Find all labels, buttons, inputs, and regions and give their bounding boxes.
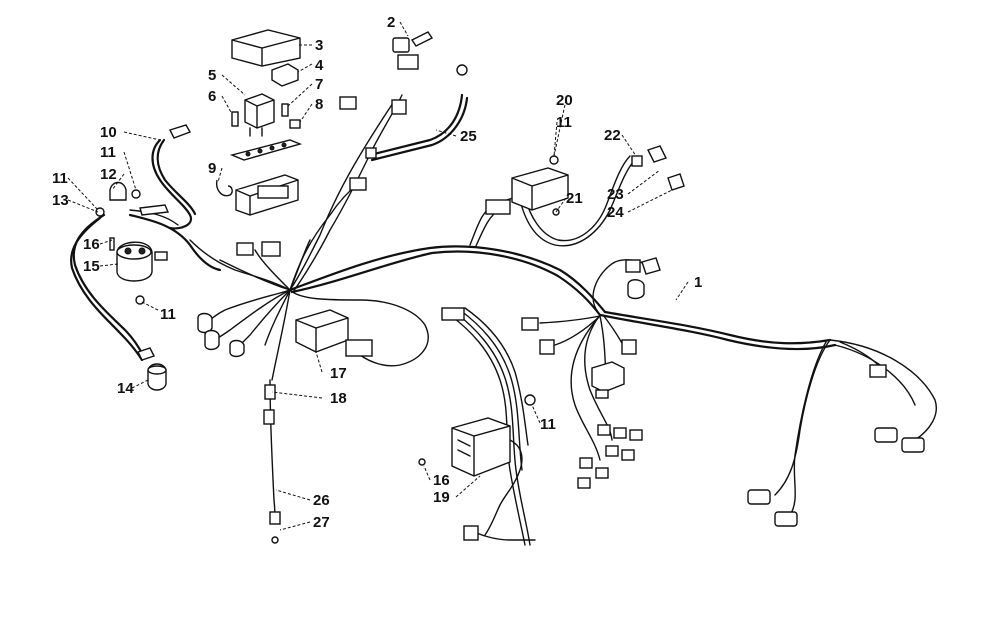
callout-15: 15 [83,258,100,275]
starter-solenoid [109,237,168,282]
callout-23: 23 [607,186,624,203]
top-connector [392,31,434,70]
callout-2: 2 [387,14,395,31]
callout-11-d: 11 [556,114,572,131]
callout-10: 10 [100,124,117,141]
clamp [215,179,233,197]
callout-8: 8 [315,96,323,113]
left-hub-wiring [189,94,429,521]
callout-1: 1 [694,274,702,291]
leader-lines [67,21,689,531]
voltage-regulator [485,155,569,216]
callout-3: 3 [315,37,323,54]
hub-connectors [197,241,281,425]
harness-connectors-upper [339,64,468,191]
fuse-block [229,139,303,161]
main-harness [288,195,937,516]
ignition-switch [418,307,536,541]
fuse-box-cover [231,29,301,67]
callout-11-c: 11 [160,306,176,323]
callout-6: 6 [208,88,216,105]
battery-cables [70,93,469,362]
relay [231,93,275,137]
callout-24: 24 [607,204,624,221]
callout-19: 19 [433,489,450,506]
callout-5: 5 [208,67,216,84]
callout-12: 12 [100,166,117,183]
callout-14: 14 [117,380,134,397]
small-relay [271,63,299,87]
callout-26: 26 [313,492,330,509]
regulator-loop [519,155,636,247]
callout-16-b: 16 [433,472,450,489]
cdi-module [295,309,373,357]
ignition-harness [449,307,536,546]
callout-11-e: 11 [540,416,556,433]
callout-11-a: 11 [100,144,116,161]
callout-13: 13 [52,192,69,209]
callout-25: 25 [460,128,477,145]
callout-16-a: 16 [83,236,100,253]
callout-7: 7 [315,76,323,93]
terminal-boot [137,347,167,391]
end-clip [271,536,279,544]
callout-9: 9 [208,160,216,177]
right-connector-set [631,145,685,191]
callout-22: 22 [604,127,621,144]
right-harness-connectors [521,257,925,527]
end-connector [269,511,281,525]
fuses [281,103,301,129]
callout-27: 27 [313,514,330,531]
callout-21: 21 [566,190,583,207]
callout-18: 18 [330,390,347,407]
fuse-block-base [235,174,299,216]
callout-11-b: 11 [52,170,68,187]
lower-right-connectors [577,424,643,489]
callout-20: 20 [556,92,573,109]
callout-17: 17 [330,365,347,382]
callout-4: 4 [315,57,324,74]
callout-labels: 1 2 3 4 5 6 7 8 9 10 11 11 11 11 11 12 1… [52,14,702,531]
